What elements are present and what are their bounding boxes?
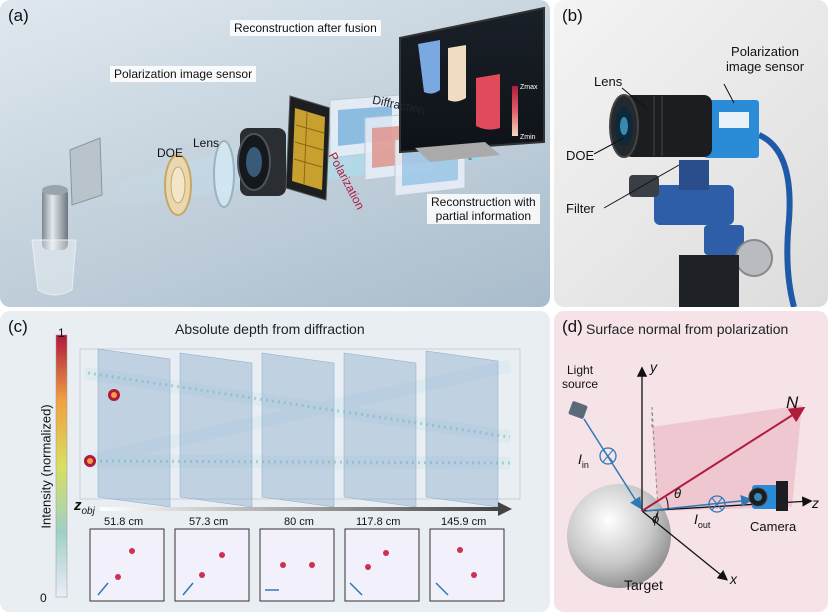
x-axis [641,510,729,581]
depth-visualization [55,334,521,602]
z-axis-label: zobj [74,497,95,517]
label-iin: Iin [578,451,589,470]
label-filter: Filter [566,201,595,216]
depth-label-3: 80 cm [284,516,314,528]
label-x-axis: x [730,571,737,587]
panel-d-label: (d) [562,317,583,336]
normal-plane [652,405,802,511]
label-zmin: Zmin [520,134,536,141]
reconstruction-shape-3 [476,74,500,130]
depth-label-2: 57.3 cm [189,516,229,528]
label-theta: θ [674,486,682,501]
colorbar-label: Intensity (normalized) [38,404,54,529]
callout-sensor: Polarization image sensor [110,66,257,82]
target-sphere [567,484,671,588]
can-object [42,188,68,250]
label-z-axis: z [812,495,819,511]
camera-photo [593,83,797,307]
depth-planes [97,348,499,508]
label-iout: Iout [694,511,711,530]
tripod-leg [679,255,739,307]
label-lens: Lens [193,136,220,150]
label-sensor: Polarization image sensor [726,44,805,74]
normal-vector [641,406,806,512]
callout-partial: Reconstruction with partial information [427,194,540,224]
depth-colorbar [512,86,518,136]
beam-upper-2 [83,359,512,468]
camera-icon [748,481,788,511]
label-light-source: Light source [562,363,599,391]
panel-b: (b) Polarization image sensor Len [554,0,828,307]
panel-c: (c) Absolute depth from diffraction [0,311,550,612]
panel-b-label: (b) [562,6,583,25]
tripod-head [654,185,734,225]
label-phi: ϕ [652,511,660,526]
intensity-colorbar [55,334,68,598]
colorbar-max: 1 [58,326,65,340]
label-normal: N [786,393,799,412]
phi-arc [653,510,659,522]
callout-fusion: Reconstruction after fusion [230,20,381,36]
colorbar-min: 0 [40,591,47,605]
polarization-arrows [97,582,449,596]
label-target: Target [624,577,663,593]
panel-c-title: Absolute depth from diffraction [175,321,365,337]
depth-label-5: 145.9 cm [441,516,487,528]
lens-barrel [624,95,712,157]
light-source [568,401,588,419]
label-camera: Camera [750,519,797,534]
glass-object [31,239,77,296]
lens-element [213,140,235,208]
label-zmax: Zmax [520,84,538,91]
label-y-axis: y [650,359,657,375]
label-doe: DOE [566,148,595,163]
depth-label-1: 51.8 cm [104,516,144,528]
label-doe: DOE [157,146,184,160]
reconstruction-shape-1 [418,40,440,94]
volume-box [79,348,521,500]
monitor [399,6,545,162]
label-lens: Lens [594,74,623,89]
outgoing-ray [645,494,753,512]
panel-a-illustration [31,6,545,296]
panel-d-title: Surface normal from polarization [586,321,789,337]
reconstruction-shape-2 [448,45,466,102]
sensor-body [704,100,759,158]
mirror-object [69,137,103,206]
psf-thumbnails [89,528,505,602]
depth-label-4: 117.8 cm [356,516,401,528]
panel-d: (d) Surface normal from polarization [554,311,828,612]
camera-cable [757,132,797,307]
theta-arc [665,496,669,510]
panel-a: (a) [0,0,550,307]
polarization-geometry [567,366,813,588]
z-axis-bar [100,507,500,511]
panel-a-label: (a) [8,6,29,25]
panel-c-label: (c) [8,317,28,336]
